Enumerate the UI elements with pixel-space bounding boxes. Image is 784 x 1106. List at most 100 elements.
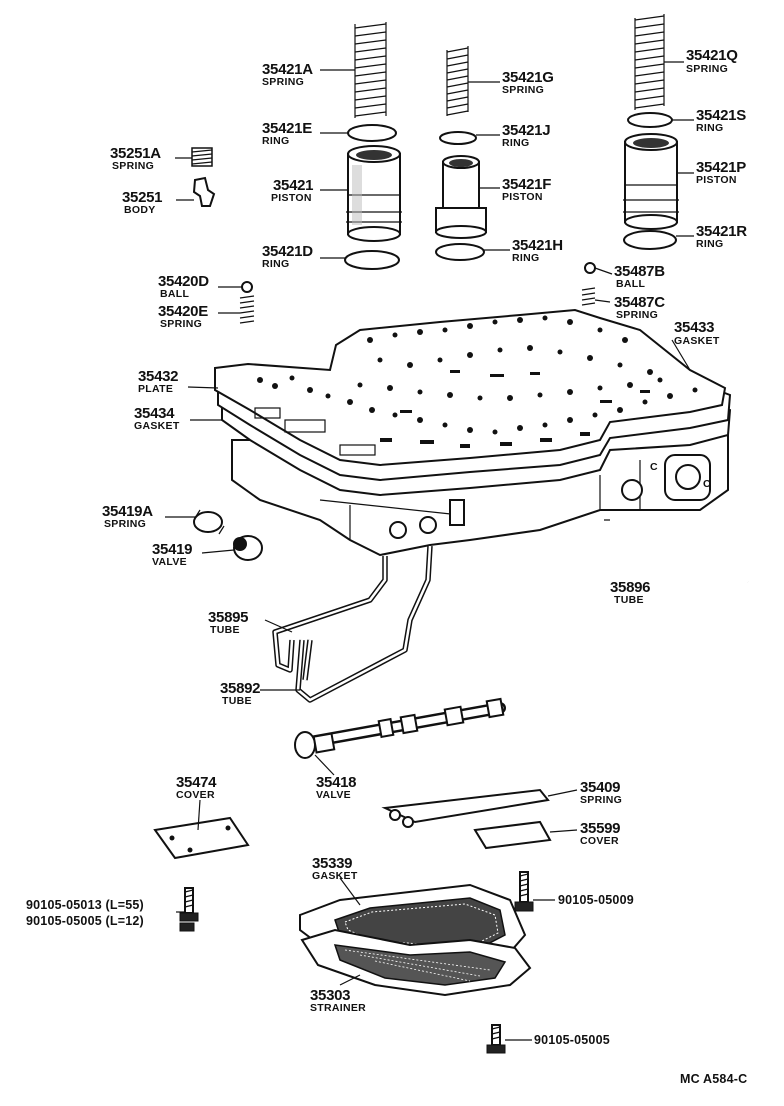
cover-35474 <box>153 816 250 860</box>
svg-text:COVER: COVER <box>580 835 619 847</box>
svg-text:SPRING: SPRING <box>160 318 202 330</box>
spring-35421q <box>634 14 665 110</box>
svg-text:PISTON: PISTON <box>271 192 312 204</box>
svg-text:COVER: COVER <box>176 789 215 801</box>
svg-text:RING: RING <box>262 258 289 270</box>
svg-text:35487B: 35487B <box>614 263 665 280</box>
body-35251 <box>192 176 216 207</box>
svg-text:PISTON: PISTON <box>696 174 737 186</box>
footer-code: MC A584-C <box>680 1072 747 1086</box>
svg-text:35418: 35418 <box>316 774 356 791</box>
svg-text:SPRING: SPRING <box>104 518 146 530</box>
svg-text:35303: 35303 <box>310 987 350 1004</box>
spring-35419a <box>193 509 225 535</box>
svg-text:35434: 35434 <box>134 405 175 422</box>
ring-35421r <box>623 230 677 250</box>
piston-35421f <box>435 155 487 239</box>
svg-text:SPRING: SPRING <box>616 309 658 321</box>
label-bolt-90105-05013: 90105-05013 (L=55) <box>26 898 144 912</box>
svg-text:RING: RING <box>502 137 529 149</box>
svg-text:35419A: 35419A <box>102 503 153 520</box>
svg-text:RING: RING <box>512 252 539 264</box>
bolt-bottom <box>486 1024 506 1054</box>
svg-text:35251: 35251 <box>122 189 162 206</box>
svg-text:RING: RING <box>696 122 723 134</box>
svg-text:PLATE: PLATE <box>138 383 173 395</box>
leader-lines <box>165 61 694 1041</box>
ball-35487b <box>584 262 596 274</box>
spring-35251a <box>191 147 213 167</box>
svg-text:35419: 35419 <box>152 541 192 558</box>
spring-35487c <box>581 287 596 306</box>
valve-35418 <box>294 697 506 759</box>
svg-text:SPRING: SPRING <box>686 63 728 75</box>
tube-35896-inner <box>604 522 752 583</box>
svg-text:BODY: BODY <box>124 204 156 216</box>
svg-text:35599: 35599 <box>580 820 620 837</box>
ring-35421j <box>439 131 477 145</box>
svg-text:STRAINER: STRAINER <box>310 1002 366 1014</box>
svg-text:35251A: 35251A <box>110 145 161 162</box>
svg-text:35421R: 35421R <box>696 223 747 240</box>
body-mark-c1: C <box>650 461 658 473</box>
bolt-left <box>179 887 199 932</box>
spring-35420e <box>239 295 255 324</box>
cover-35599 <box>473 820 552 850</box>
ring-35421e <box>347 124 397 142</box>
svg-text:GASKET: GASKET <box>134 420 180 432</box>
tube-35896 <box>604 519 751 583</box>
ball-35420d <box>241 281 253 293</box>
svg-text:RING: RING <box>696 238 723 250</box>
svg-text:35421: 35421 <box>273 177 313 194</box>
strainer-35303 <box>300 928 532 997</box>
svg-text:35420E: 35420E <box>158 303 208 320</box>
svg-text:35339: 35339 <box>312 855 352 872</box>
bolt-right <box>514 871 534 912</box>
svg-text:35421D: 35421D <box>262 243 313 260</box>
svg-text:PISTON: PISTON <box>502 191 543 203</box>
svg-text:35421H: 35421H <box>512 237 563 254</box>
ring-35421h <box>435 243 485 261</box>
svg-text:35421E: 35421E <box>262 120 312 137</box>
piston-35421p <box>623 133 679 230</box>
valve-body: C C <box>214 308 732 557</box>
label-bolt-90105-05005-l12: 90105-05005 (L=12) <box>26 914 144 928</box>
body-mark-c2: C <box>703 478 711 490</box>
svg-text:35421S: 35421S <box>696 107 746 124</box>
svg-text:GASKET: GASKET <box>312 870 358 882</box>
svg-text:SPRING: SPRING <box>262 76 304 88</box>
svg-text:TUBE: TUBE <box>222 695 252 707</box>
spring-35421g <box>446 46 469 116</box>
svg-text:35421G: 35421G <box>502 69 554 86</box>
svg-text:35487C: 35487C <box>614 294 665 311</box>
svg-text:35409: 35409 <box>580 779 620 796</box>
svg-text:35421A: 35421A <box>262 61 313 78</box>
svg-text:35892: 35892 <box>220 680 260 697</box>
